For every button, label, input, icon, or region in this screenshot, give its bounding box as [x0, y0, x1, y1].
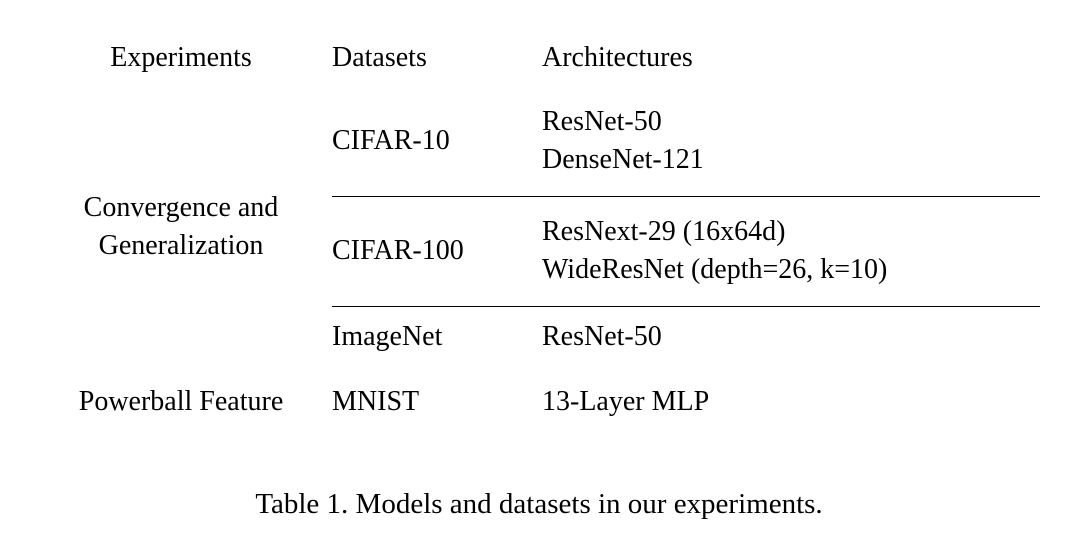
- architecture-item: WideResNet (depth=26, k=10): [542, 254, 888, 285]
- architecture-item: ResNet-50: [542, 106, 662, 138]
- table-caption: Table 1. Models and datasets in our expe…: [255, 488, 823, 520]
- column-header-experiments: Experiments: [110, 42, 252, 74]
- column-header-datasets: Datasets: [332, 42, 427, 74]
- experiment-label-line: Generalization: [98, 230, 264, 261]
- architectures-cell-cifar100: ResNext-29 (16x64d) WideResNet (depth=26…: [542, 196, 1040, 307]
- experiment-label-line: Convergence and: [83, 192, 279, 224]
- architectures-cell-mnist: 13-Layer MLP: [542, 368, 1040, 436]
- table-row: ImageNet ResNet-50: [30, 306, 1040, 368]
- dataset-cell-mnist: MNIST: [332, 386, 420, 418]
- column-header-architectures: Architectures: [542, 42, 693, 74]
- architecture-item: ResNet-50: [542, 321, 662, 353]
- table-row: Powerball Feature MNIST 13-Layer MLP: [30, 368, 1040, 436]
- table-container: Experiments Datasets Architectures Conve…: [30, 30, 1040, 436]
- dataset-cell-cifar100: CIFAR-100: [332, 196, 542, 307]
- dataset-cell-cifar10: CIFAR-10: [332, 86, 542, 197]
- architectures-cell-imagenet: ResNet-50: [542, 306, 1040, 368]
- table-header-row: Experiments Datasets Architectures: [30, 30, 1040, 86]
- experiment-group-label-powerball: Powerball Feature: [78, 386, 284, 418]
- architecture-item: ResNext-29 (16x64d): [542, 216, 786, 248]
- architecture-item: 13-Layer MLP: [542, 386, 710, 418]
- table-row: Convergence and Generalization CIFAR-10 …: [30, 86, 1040, 261]
- models-and-datasets-table: Experiments Datasets Architectures Conve…: [30, 30, 1040, 436]
- architecture-item: DenseNet-121: [542, 143, 704, 175]
- architectures-cell-cifar10: ResNet-50 DenseNet-121: [542, 86, 1040, 197]
- dataset-cell-imagenet: ImageNet: [332, 321, 443, 353]
- table-row: CIFAR-100 ResNext-29 (16x64d) WideResNet…: [30, 196, 1040, 307]
- experiment-group-label-convergence: Convergence and Generalization: [30, 86, 332, 368]
